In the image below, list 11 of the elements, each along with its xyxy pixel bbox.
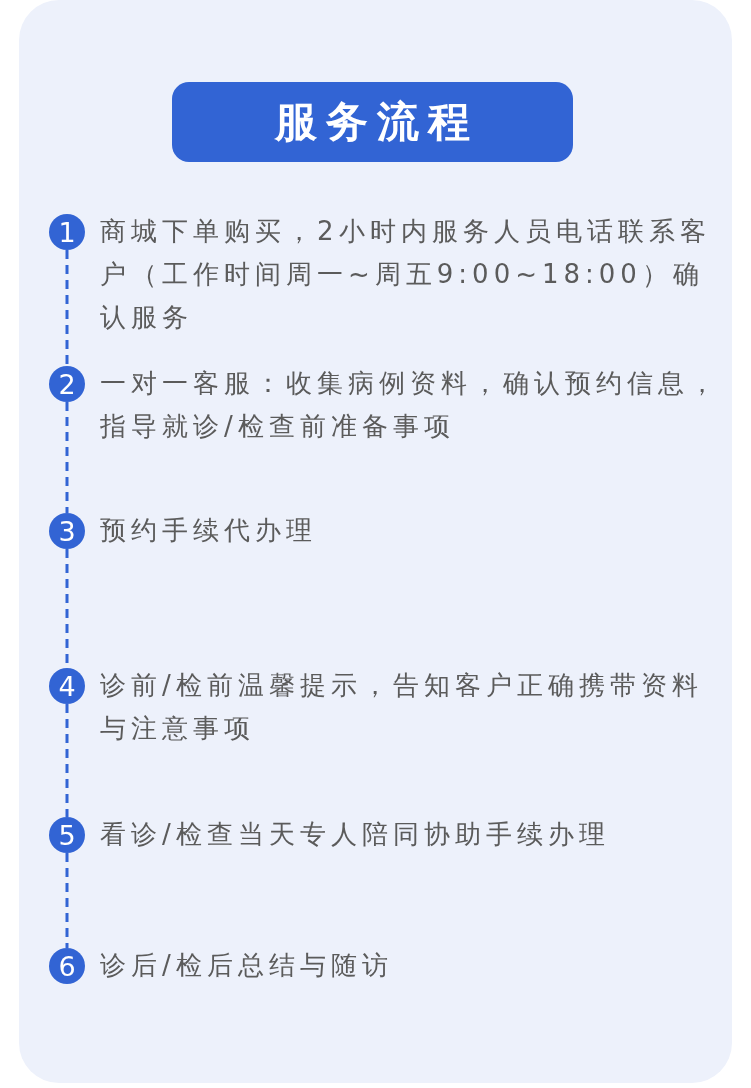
dashed-connector bbox=[65, 250, 69, 366]
dashed-connector bbox=[65, 402, 69, 513]
step-description: 诊后/检后总结与随访 bbox=[100, 949, 394, 982]
dashed-connector bbox=[65, 853, 69, 948]
step-description: 一对一客服：收集病例资料，确认预约信息，指导就诊/检查前准备事项 bbox=[100, 367, 721, 443]
dashed-connector bbox=[65, 704, 69, 817]
step-description: 诊前/检前温馨提示，告知客户正确携带资料与注意事项 bbox=[100, 669, 704, 745]
title-banner: 服务流程 bbox=[172, 82, 573, 162]
step-description: 看诊/检查当天专人陪同协助手续办理 bbox=[100, 818, 611, 851]
step-description: 预约手续代办理 bbox=[100, 514, 318, 547]
step-description: 商城下单购买，2小时内服务人员电话联系客户（工作时间周一~周五9:00~18:00）确认服务 bbox=[100, 215, 712, 334]
